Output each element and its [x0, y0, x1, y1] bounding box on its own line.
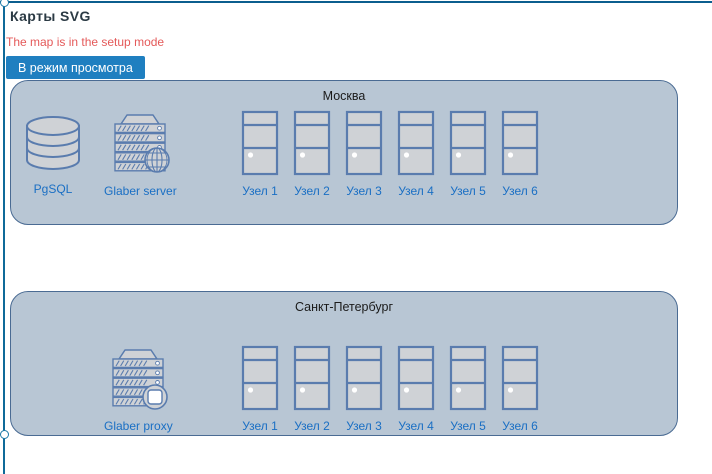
device-moscow-node-5[interactable]: Узел 5 [448, 110, 488, 198]
resize-handle-top-left[interactable] [0, 0, 9, 7]
device-moscow-node-1[interactable]: Узел 1 [240, 110, 280, 198]
workstation-icon[interactable] [240, 345, 280, 416]
device-moscow-node-2[interactable]: Узел 2 [292, 110, 332, 198]
workstation-icon[interactable] [500, 345, 540, 416]
device-label[interactable]: Узел 1 [242, 419, 278, 433]
device-label[interactable]: Узел 6 [502, 184, 538, 198]
device-label[interactable]: Узел 2 [294, 184, 330, 198]
device-spb-node-6[interactable]: Узел 6 [500, 345, 540, 433]
window-frame-top-border [0, 1, 712, 3]
device-moscow-node-3[interactable]: Узел 3 [344, 110, 384, 198]
workstation-icon[interactable] [448, 345, 488, 416]
device-label[interactable]: Узел 2 [294, 419, 330, 433]
device-label[interactable]: Glaber proxy [104, 419, 173, 433]
device-label[interactable]: Узел 5 [450, 419, 486, 433]
switch-to-view-mode-button[interactable]: В режим просмотра [6, 56, 145, 79]
device-moscow-pgsql[interactable]: PgSQL [22, 112, 84, 196]
device-moscow-glaber-server[interactable]: Glaber server [104, 110, 177, 198]
device-label[interactable]: Glaber server [104, 184, 177, 198]
device-label[interactable]: Узел 5 [450, 184, 486, 198]
device-spb-node-2[interactable]: Узел 2 [292, 345, 332, 433]
workstation-icon[interactable] [240, 110, 280, 181]
workstation-icon[interactable] [396, 110, 436, 181]
device-label[interactable]: Узел 3 [346, 184, 382, 198]
workstation-icon[interactable] [292, 110, 332, 181]
device-spb-node-3[interactable]: Узел 3 [344, 345, 384, 433]
workstation-icon[interactable] [292, 345, 332, 416]
device-spb-node-5[interactable]: Узел 5 [448, 345, 488, 433]
server-globe-icon[interactable] [109, 110, 171, 181]
device-label[interactable]: Узел 6 [502, 419, 538, 433]
panel-title-moscow: Москва [322, 89, 366, 103]
panel-title-spb: Санкт-Петербург [294, 300, 394, 314]
workstation-icon[interactable] [344, 110, 384, 181]
page-title: Карты SVG [10, 8, 91, 24]
device-moscow-node-6[interactable]: Узел 6 [500, 110, 540, 198]
device-label[interactable]: Узел 3 [346, 419, 382, 433]
setup-mode-notice: The map is in the setup mode [6, 35, 165, 49]
device-spb-glaber-proxy[interactable]: Glaber proxy [104, 345, 173, 433]
device-moscow-node-4[interactable]: Узел 4 [396, 110, 436, 198]
workstation-icon[interactable] [500, 110, 540, 181]
device-label[interactable]: Узел 4 [398, 184, 434, 198]
device-label[interactable]: Узел 4 [398, 419, 434, 433]
device-label[interactable]: PgSQL [33, 182, 73, 196]
device-spb-node-1[interactable]: Узел 1 [240, 345, 280, 433]
server-proxy-icon[interactable] [107, 345, 169, 416]
workstation-icon[interactable] [448, 110, 488, 181]
workstation-icon[interactable] [344, 345, 384, 416]
device-label[interactable]: Узел 1 [242, 184, 278, 198]
workstation-icon[interactable] [396, 345, 436, 416]
database-icon[interactable] [22, 112, 84, 179]
resize-handle-bottom-left[interactable] [0, 430, 9, 439]
device-spb-node-4[interactable]: Узел 4 [396, 345, 436, 433]
window-frame-left-border [3, 1, 5, 474]
